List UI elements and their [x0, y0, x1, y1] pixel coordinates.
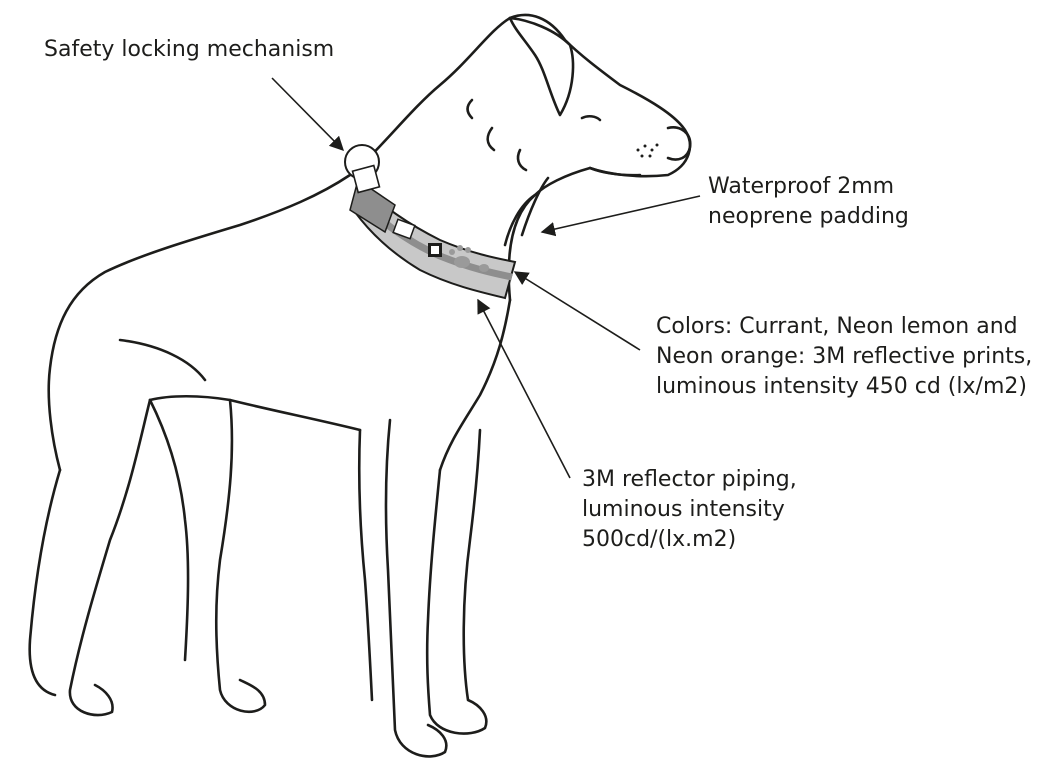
- label-line: neoprene padding: [708, 202, 909, 232]
- label-neoprene-padding: Waterproof 2mm neoprene padding: [708, 172, 909, 232]
- label-reflector-piping: 3M reflector piping, luminous intensity …: [582, 465, 797, 555]
- label-line: Colors: Currant, Neon lemon and: [656, 312, 1032, 342]
- label-line: Safety locking mechanism: [44, 35, 334, 65]
- label-colors: Colors: Currant, Neon lemon and Neon ora…: [656, 312, 1032, 402]
- dog-wrinkle-3: [518, 150, 526, 170]
- pointer-locking: [272, 78, 343, 150]
- dog-front-leg-inner: [359, 430, 372, 700]
- dog-whisker-dots: [637, 144, 659, 158]
- label-line: luminous intensity: [582, 495, 797, 525]
- dog-throat-fold: [505, 195, 535, 245]
- dog-front-leg-right: [427, 430, 486, 734]
- dog-nose: [668, 127, 690, 159]
- label-line: 500cd/(lx.m2): [582, 525, 797, 555]
- dog-ear: [510, 18, 573, 115]
- dog-illustration: [30, 15, 691, 756]
- dog-rear-leg-left: [216, 400, 265, 712]
- label-line: luminous intensity 450 cd (lx/m2): [656, 372, 1032, 402]
- label-line: 3M reflector piping,: [582, 465, 797, 495]
- dog-rear-thigh: [30, 470, 60, 695]
- dog-chest-outline: [440, 300, 510, 470]
- dog-wrinkle-1: [468, 100, 473, 118]
- dog-wrinkle-2: [488, 128, 494, 150]
- label-safety-locking: Safety locking mechanism: [44, 35, 334, 65]
- pointer-piping: [478, 300, 570, 478]
- logo-tag-mark: [431, 246, 439, 254]
- dog-rear-leg-right: [70, 400, 150, 715]
- dog-back-outline: [49, 175, 350, 470]
- dog-hip-line: [120, 340, 205, 380]
- buckle-clip: [353, 166, 380, 193]
- label-line: Waterproof 2mm: [708, 172, 909, 202]
- label-line: Neon orange: 3M reflective prints,: [656, 342, 1032, 372]
- pointer-padding: [542, 196, 700, 232]
- pointer-colors: [515, 272, 640, 350]
- dog-hind-inner: [150, 400, 188, 660]
- collar: [345, 145, 515, 298]
- dog-belly-outline: [150, 396, 360, 430]
- dog-eye: [582, 116, 600, 120]
- dog-front-leg-left: [386, 420, 446, 756]
